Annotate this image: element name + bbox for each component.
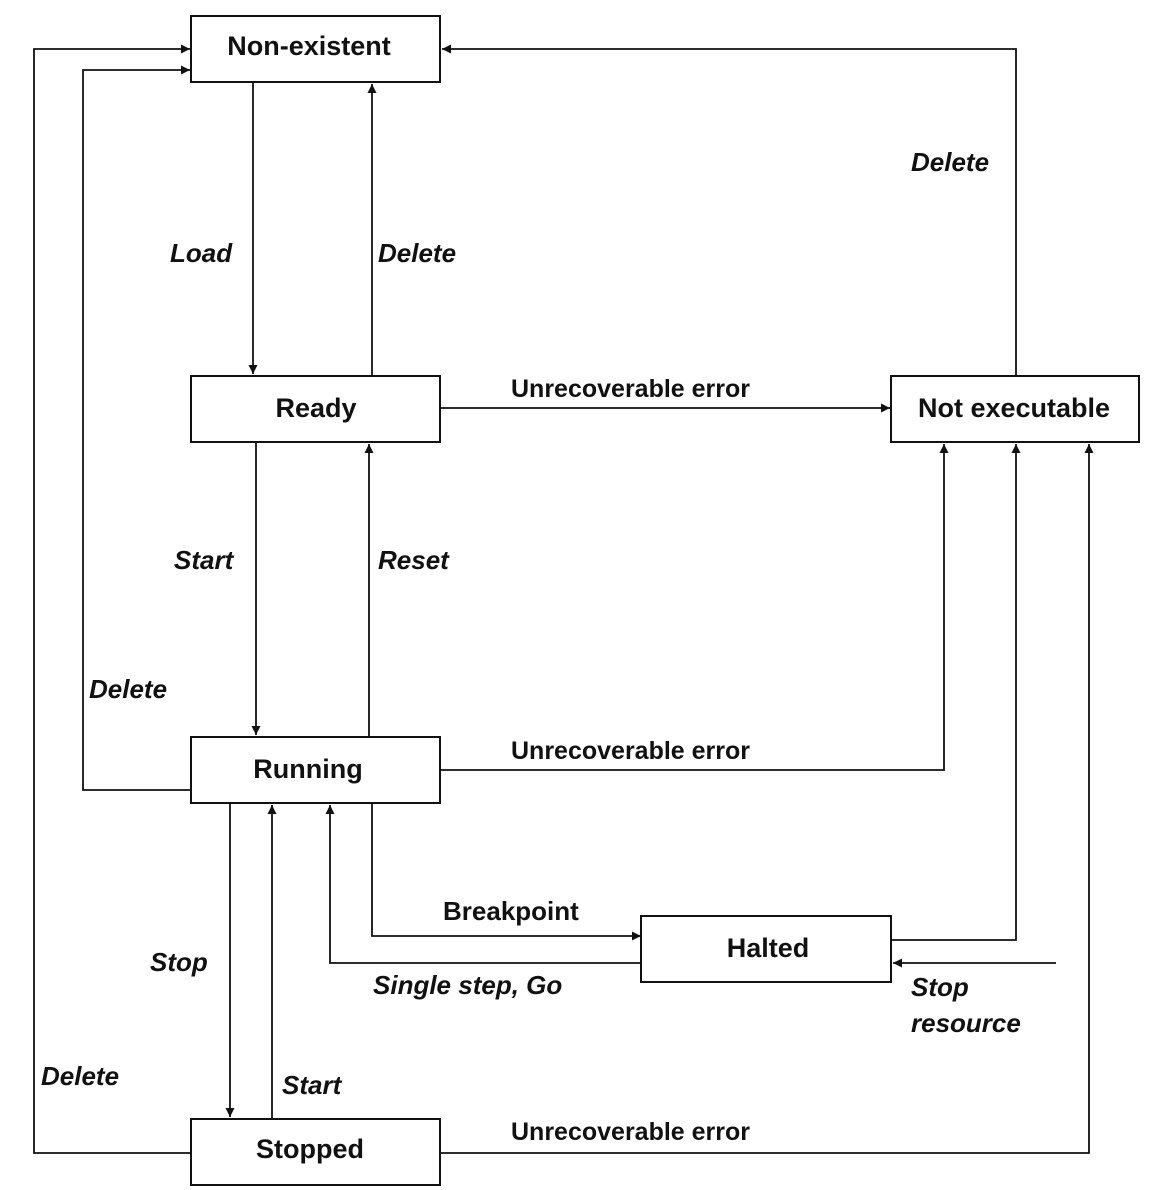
edge-unrecoverable-stopped [440,444,1094,1154]
label-stop-resource-line2: resource [911,1008,1021,1038]
label-unrecoverable-ready: Unrecoverable error [511,375,750,403]
label-unrecoverable-running: Unrecoverable error [511,737,750,765]
edge-halted-to-not-executable [891,444,1021,941]
state-stopped-label: Stopped [256,1134,364,1164]
label-stop: Stop [150,947,208,977]
state-not-executable-label: Not executable [918,393,1110,423]
state-non-existent: Non-existent [190,15,441,83]
edge-delete-stopped [33,44,191,1154]
edge-delete-running [82,65,191,791]
edge-single-step-go [325,805,641,964]
label-stop-resource-line1: Stop [911,972,969,1002]
label-delete-ready: Delete [378,238,456,268]
label-start-stopped: Start [282,1070,343,1100]
edge-unrecoverable-running [440,444,949,771]
state-running-label: Running [253,754,362,784]
label-load: Load [170,238,233,268]
state-ready-label: Ready [275,393,356,423]
label-single-step-go: Single step, Go [373,970,562,1000]
state-halted-label: Halted [727,933,810,963]
state-halted: Halted [640,915,892,983]
label-start-ready: Start [174,545,235,575]
label-breakpoint: Breakpoint [443,896,579,926]
state-not-executable: Not executable [890,375,1140,443]
label-reset: Reset [378,545,450,575]
state-running: Running [190,736,441,804]
label-unrecoverable-stopped: Unrecoverable error [511,1118,750,1146]
label-delete-stopped: Delete [41,1061,119,1091]
state-non-existent-label: Non-existent [227,31,391,61]
label-delete-running: Delete [89,674,167,704]
edge-delete-not-executable [442,44,1017,376]
label-delete-not-executable: Delete [911,147,989,177]
state-ready: Ready [190,375,441,443]
state-stopped: Stopped [190,1118,441,1186]
edge-breakpoint [371,803,641,941]
